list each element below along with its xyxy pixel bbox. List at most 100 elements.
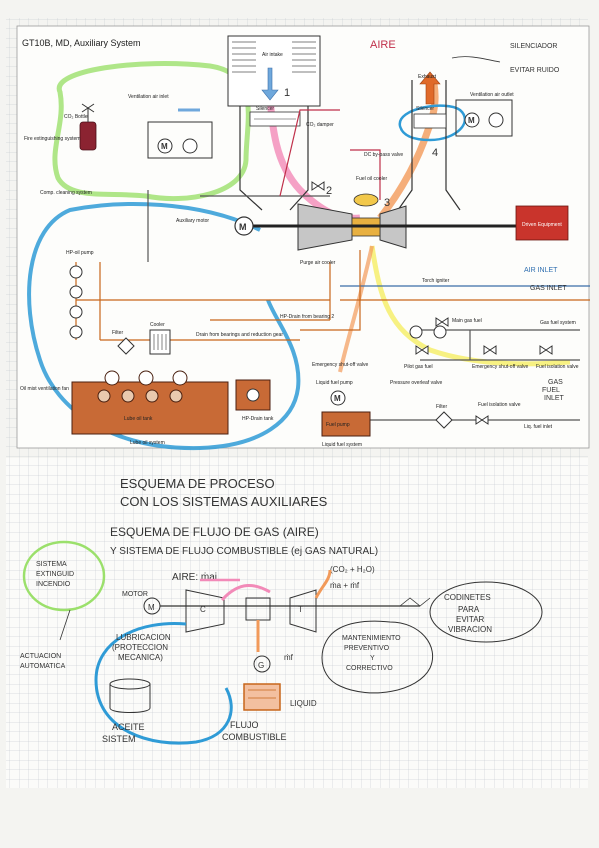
hand-lub-2: (PROTECCION — [112, 643, 168, 652]
hand-m: M — [148, 603, 155, 612]
label-silencer-left: Silencer — [256, 106, 274, 112]
hand-lub-1: LUBRICACION — [116, 633, 171, 642]
label-torch-igniter: Torch igniter — [422, 278, 450, 284]
hand-t: T — [298, 605, 303, 614]
hand-g: G — [258, 661, 264, 670]
hand-lub-3: MECANICA) — [118, 653, 163, 662]
hand-number-3: 3 — [384, 197, 390, 209]
label-filter-liquid: Filter — [436, 404, 447, 410]
hand-mant-2: PREVENTIVO — [344, 645, 390, 652]
label-main-gas-fuel: Main gas fuel — [452, 318, 482, 324]
label-liq-fuel-inlet: Liq. fuel inlet — [524, 424, 553, 430]
hp-oil-pump-stack — [69, 265, 83, 339]
label-fire-system: Fire extinguishing system — [24, 136, 80, 142]
hand-aceite-1: ACEITE — [112, 722, 145, 732]
label-gas-fuel-system: Gas fuel system — [540, 320, 576, 326]
label-silencer-right: Silencer — [416, 106, 434, 112]
label-co2-damper: CO₂ damper — [306, 122, 334, 128]
label-vent-outlet: Ventilation air outlet — [470, 92, 514, 98]
label-co2-bottle: CO₂ Bottle — [64, 114, 88, 120]
exhaust-arrow — [419, 71, 441, 105]
orange-highlight — [377, 83, 439, 221]
driven-equipment — [515, 205, 569, 241]
lube-oil-tank — [71, 381, 229, 435]
filter-symbol — [117, 337, 135, 355]
hand-fuel: FUEL — [542, 387, 560, 394]
hand-mf: ṁf — [284, 653, 294, 662]
label-hp-drain-tank: HP-Drain tank — [242, 416, 274, 422]
ventilation-inlet-box — [147, 121, 213, 159]
svg-text:M: M — [239, 222, 247, 232]
ventilation-outlet-box — [455, 99, 513, 137]
hand-vibracion: VIBRACION — [448, 625, 492, 634]
svg-text:M: M — [161, 142, 168, 151]
label-emergency-valve: Emergency shut-off valve — [472, 364, 529, 370]
label-emergency-shutoff: Emergency shut-off valve — [312, 362, 369, 368]
air-intake-tower — [227, 35, 321, 107]
cooler-symbol — [149, 329, 171, 355]
label-lube-oil-system: Lube oil system — [130, 440, 165, 446]
heading-line-4: Y SISTEMA DE FLUJO COMBUSTIBLE (ej GAS N… — [110, 546, 378, 557]
label-oil-mist: Oil mist ventilation fan — [20, 386, 69, 392]
label-dc-bypass: DC by-pass valve — [364, 152, 403, 158]
diagram-title: GT10B, MD, Auxiliary System — [22, 38, 141, 48]
hand-inlet: INLET — [544, 395, 565, 402]
air-intake-arrow — [261, 67, 279, 101]
printed-diagram: M M M — [16, 25, 590, 451]
svg-text:M: M — [334, 394, 341, 403]
label-comp-cleaning: Comp. cleaning system — [40, 190, 92, 196]
hand-number-4: 4 — [432, 147, 438, 159]
label-fuel-oil-cooler: Fuel oil cooler — [356, 176, 387, 182]
hand-act-2: AUTOMATICA — [20, 663, 66, 670]
svg-text:M: M — [468, 116, 475, 125]
label-filter: Filter — [112, 330, 123, 336]
heading-line-3: ESQUEMA DE FLUJO DE GAS (AIRE) — [110, 525, 319, 539]
blue-highlight — [27, 202, 301, 451]
label-driven-equipment: Driven Equipment — [522, 222, 562, 228]
label-fuel-isolation: Fuel isolation valve — [536, 364, 579, 370]
label-air-intake: Air intake — [262, 52, 283, 58]
label-liquid-fuel-pump: Liquid fuel pump — [316, 380, 353, 386]
blue-exhaust-highlight — [398, 104, 467, 142]
hand-evitar-ruido: EVITAR RUIDO — [510, 67, 560, 74]
co2-bottle — [79, 121, 97, 151]
label-fuel-isolation-liquid: Fuel isolation valve — [478, 402, 521, 408]
label-hp-drain: HP-Drain from bearing 2 — [280, 314, 334, 320]
hand-liquid: LIQUID — [290, 699, 317, 708]
hand-aire: AIRE — [370, 39, 396, 51]
hand-mant-1: MANTENIMIENTO — [342, 635, 401, 642]
hand-act-1: ACTUACION — [20, 653, 61, 660]
auxiliary-motor-symbol — [234, 216, 254, 236]
hand-aire-mai: AIRE: ṁai — [172, 572, 217, 583]
hand-mant-3: Y — [370, 655, 375, 662]
hand-c: C — [200, 605, 206, 614]
hand-aceite-2: SISTEM — [102, 734, 136, 744]
label-purge-air-cooler: Purge air cooler — [300, 260, 336, 266]
hand-gas: GAS — [548, 379, 563, 386]
label-exhaust: Exhaust — [418, 74, 437, 80]
hand-codinetes: CODINETES — [444, 593, 491, 602]
hand-evitar: EVITAR — [456, 615, 485, 624]
heading-line-2: CON LOS SISTEMAS AUXILIARES — [120, 494, 328, 509]
label-fuel-pump: Fuel pump — [326, 422, 350, 428]
hand-flujo-2: COMBUSTIBLE — [222, 732, 287, 742]
label-hp-oil-pump: HP-oil pump — [66, 250, 94, 256]
hand-number-1: 1 — [284, 87, 290, 99]
hand-silenciador: SILENCIADOR — [510, 43, 557, 50]
green-highlight — [52, 61, 251, 202]
hand-para: PARA — [458, 605, 480, 614]
label-liquid-fuel-system: Liquid fuel system — [322, 442, 362, 448]
label-pressure-overleaf: Pressure overleaf valve — [390, 380, 442, 386]
heading-line-1: ESQUEMA DE PROCESO — [120, 476, 275, 491]
hand-gas-inlet: GAS INLET — [530, 285, 567, 292]
valve-symbols — [311, 181, 553, 429]
hand-number-2: 2 — [326, 185, 332, 197]
hand-flujo-1: FLUJO — [230, 720, 259, 730]
hand-fuel-tank — [243, 683, 281, 711]
label-cooler: Cooler — [150, 322, 165, 328]
hand-ext-1: SISTEMA — [36, 561, 67, 568]
label-pilot-gas-fuel: Pilot gas fuel — [404, 364, 433, 370]
hand-ext-3: INCENDIO — [36, 581, 71, 588]
